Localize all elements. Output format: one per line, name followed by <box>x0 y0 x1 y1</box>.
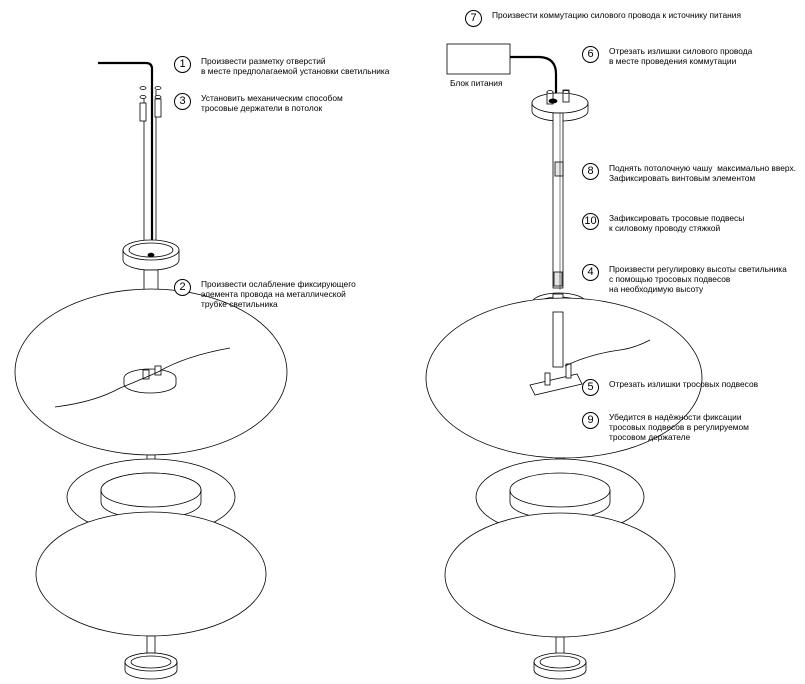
left-disc-wire <box>54 347 231 408</box>
step-text: Убедится в надёжности фиксации тросовых … <box>609 412 749 442</box>
step-text: Установить механическим способом тросовы… <box>201 93 343 113</box>
step-number: 7 <box>465 10 482 27</box>
left-bottom-cup <box>124 652 178 680</box>
left-ceiling-holders <box>139 86 162 122</box>
right-power-cable <box>510 55 558 100</box>
step-number: 4 <box>582 264 599 281</box>
step-number: 8 <box>582 163 599 180</box>
step-8: 8 Поднять потолочную чашу максимально вв… <box>582 163 796 183</box>
step-3: 3 Установить механическим способом тросо… <box>174 93 343 113</box>
step-7: 7 Произвести коммутацию силового провода… <box>465 10 741 27</box>
step-text: Поднять потолочную чашу максимально ввер… <box>609 163 796 183</box>
right-lamp <box>425 43 703 680</box>
right-disc-wire <box>564 339 651 367</box>
right-lower-disc <box>444 512 676 638</box>
step-text: Произвести разметку отверстий в месте пр… <box>201 56 390 76</box>
step-4: 4 Произвести регулировку высоты светильн… <box>582 264 787 294</box>
left-lamp <box>14 61 288 680</box>
left-lower-disc <box>35 511 267 637</box>
step-number: 2 <box>174 279 191 296</box>
power-supply-box <box>446 43 511 75</box>
step-number: 1 <box>174 56 191 73</box>
right-tube <box>552 112 564 289</box>
step-5: 5 Отрезать излишки тросовых подвесов <box>582 379 758 396</box>
step-text: Отрезать излишки силового провода в мест… <box>609 46 753 66</box>
left-power-cable <box>98 61 154 256</box>
power-supply-label: Блок питания <box>450 78 503 88</box>
step-number: 5 <box>582 379 599 396</box>
step-6: 6 Отрезать излишки силового провода в ме… <box>582 46 752 66</box>
step-2: 2 Произвести ослабление фиксирующего эле… <box>174 279 356 309</box>
step-text: Отрезать излишки тросовых подвесов <box>609 379 759 389</box>
left-ceiling-cup <box>122 239 180 271</box>
right-tube-clamp <box>553 271 563 287</box>
step-number: 10 <box>582 213 599 230</box>
step-text: Зафиксировать тросовые подвесы к силовом… <box>609 213 745 233</box>
step-9: 9 Убедится в надёжности фиксации тросовы… <box>582 412 749 442</box>
right-bottom-cup <box>533 652 587 680</box>
right-ceiling-cup <box>531 89 589 122</box>
step-text: Произвести коммутацию силового провода к… <box>492 10 741 20</box>
right-tube-clamp <box>554 161 564 177</box>
step-number: 3 <box>174 93 191 110</box>
step-number: 9 <box>582 412 599 429</box>
step-text: Произвести регулировку высоты светильник… <box>609 264 787 294</box>
step-text: Произвести ослабление фиксирующего элеме… <box>201 279 356 309</box>
right-middle-disc <box>475 458 645 536</box>
step-1: 1 Произвести разметку отверстий в месте … <box>174 56 389 76</box>
step-number: 6 <box>582 46 599 63</box>
step-10: 10 Зафиксировать тросовые подвесы к сило… <box>582 213 744 233</box>
